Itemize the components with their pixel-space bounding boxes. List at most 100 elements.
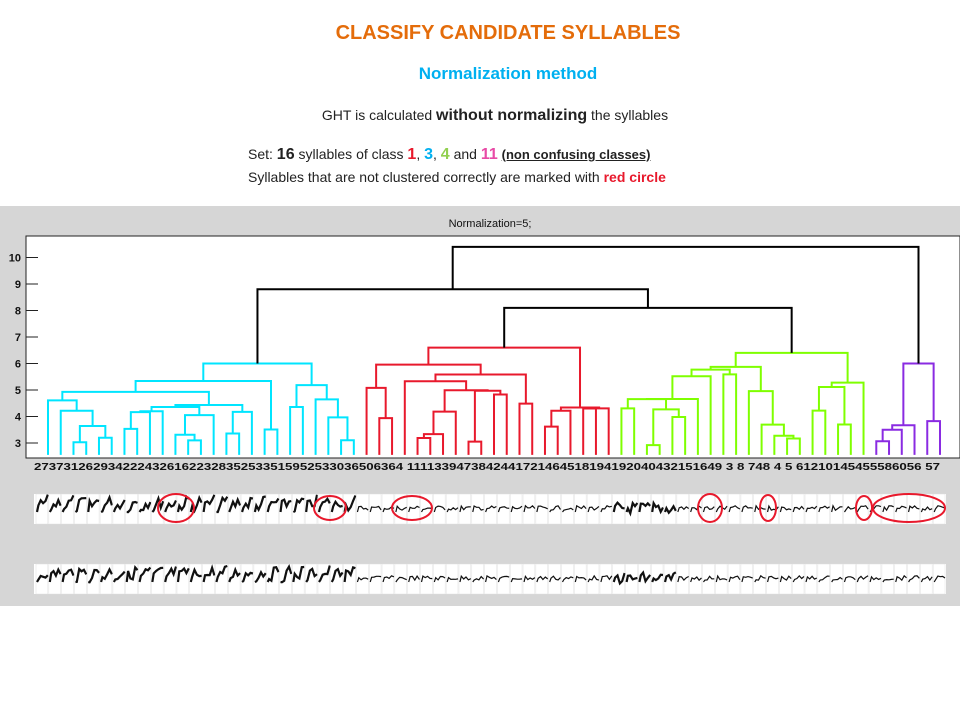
syllable-cell <box>304 563 318 595</box>
syllable-glyph <box>792 575 805 583</box>
dendrogram-link <box>451 245 920 364</box>
syllable-glyph <box>420 507 433 513</box>
syllable-glyph <box>908 575 920 583</box>
syllable-glyph <box>36 574 49 583</box>
syllable-glyph <box>843 505 856 513</box>
syllable-cell <box>112 493 125 525</box>
syllable-glyph <box>472 505 484 513</box>
ght-prefix: GHT is calculated <box>321 107 433 123</box>
syllable-glyph <box>818 505 830 513</box>
class-1-label: 1 <box>407 146 417 163</box>
syllable-cell <box>99 493 113 525</box>
syllable-glyph <box>497 575 510 583</box>
syllable-glyph <box>189 494 203 514</box>
syllable-cell <box>151 563 164 595</box>
syllable-glyph <box>266 565 280 583</box>
syllable-cell <box>61 563 74 595</box>
syllable-glyph <box>677 575 689 583</box>
syllable-glyph <box>638 570 652 584</box>
dendrogram-link <box>139 410 164 455</box>
dendrogram-link <box>174 404 244 412</box>
syllable-glyph <box>510 577 523 583</box>
syllable-glyph <box>831 576 843 583</box>
syllable-glyph <box>369 505 382 513</box>
syllable-glyph <box>933 505 946 513</box>
syllable-glyph <box>741 505 753 513</box>
syllable-cell <box>804 563 818 595</box>
y-tick-label: 5 <box>15 385 21 397</box>
syllable-glyph <box>510 505 523 513</box>
sep-comma-2: , <box>433 146 437 162</box>
syll-prefix: Syllables that are not clustered correct… <box>248 169 600 185</box>
dendrogram-link <box>97 436 113 455</box>
syllable-glyph <box>48 566 62 583</box>
syllable-glyph <box>254 569 267 584</box>
syllable-strip-bottom <box>34 563 946 595</box>
syllable-cell <box>228 493 241 525</box>
syllable-glyph <box>587 574 600 583</box>
ght-emphasis: without normalizing <box>436 107 588 124</box>
syllable-glyph <box>88 568 100 584</box>
misclustered-circle <box>391 495 433 521</box>
syllable-glyph <box>792 505 805 513</box>
syllable-cell <box>202 493 215 525</box>
syllable-glyph <box>151 494 165 513</box>
syllable-glyph <box>125 564 139 583</box>
syllable-glyph <box>305 567 318 583</box>
syllable-glyph <box>61 494 75 513</box>
misclustered-circle <box>872 493 946 523</box>
syllable-glyph <box>318 565 331 583</box>
syllable-glyph <box>100 567 113 583</box>
dendrogram-link <box>150 406 201 416</box>
syllable-glyph <box>356 505 369 513</box>
syllable-cell <box>330 493 343 525</box>
syllable-glyph <box>35 494 49 513</box>
syllable-cell <box>48 563 61 595</box>
syllable-cell <box>343 563 356 595</box>
syllable-glyph <box>395 576 407 583</box>
misclustered-circle <box>697 493 723 523</box>
syllable-glyph <box>638 501 651 513</box>
class-4-label: 4 <box>440 146 450 163</box>
syllable-glyph <box>48 497 62 513</box>
syllable-cell <box>471 493 484 525</box>
x-tick-labels: 2737312629342224326162232835253351595253… <box>34 461 940 473</box>
syllable-glyph <box>433 505 446 513</box>
syllable-glyph <box>356 576 369 583</box>
syllable-cell <box>740 493 753 525</box>
ght-suffix: the syllables <box>591 107 669 123</box>
syllable-cell <box>535 493 548 525</box>
syllable-glyph <box>138 501 152 513</box>
syllable-cell <box>676 493 689 525</box>
syllable-cell <box>856 563 869 595</box>
syllable-cell <box>804 493 818 525</box>
syllable-cell <box>138 563 151 595</box>
syllable-glyph <box>126 500 138 514</box>
syllable-glyph <box>920 506 933 513</box>
syllable-glyph <box>600 575 613 583</box>
syllable-cell <box>497 493 510 525</box>
syllable-cell <box>791 563 805 595</box>
set-mid: syllables of class <box>298 146 404 162</box>
syllable-cell <box>99 563 113 595</box>
syllable-cell <box>843 493 856 525</box>
syllable-glyph <box>369 575 382 583</box>
syllable-glyph <box>574 504 587 513</box>
syllable-glyph <box>523 575 536 583</box>
syllable-glyph <box>408 574 420 583</box>
syllable-glyph <box>766 575 779 583</box>
syllable-cell <box>548 563 561 595</box>
syllable-glyph <box>562 507 574 513</box>
syllable-glyph <box>189 567 202 583</box>
syllable-glyph <box>202 564 216 583</box>
syllable-cell <box>420 563 433 595</box>
syllable-description: Syllables that are not clustered correct… <box>248 169 666 185</box>
syllable-glyph <box>612 572 626 586</box>
syllable-cell <box>215 563 228 595</box>
y-tick-label: 6 <box>15 359 21 371</box>
syllable-glyph <box>112 499 126 513</box>
syllable-glyph <box>882 505 894 513</box>
misclustered-circle <box>313 495 347 521</box>
syllable-glyph <box>549 575 561 583</box>
